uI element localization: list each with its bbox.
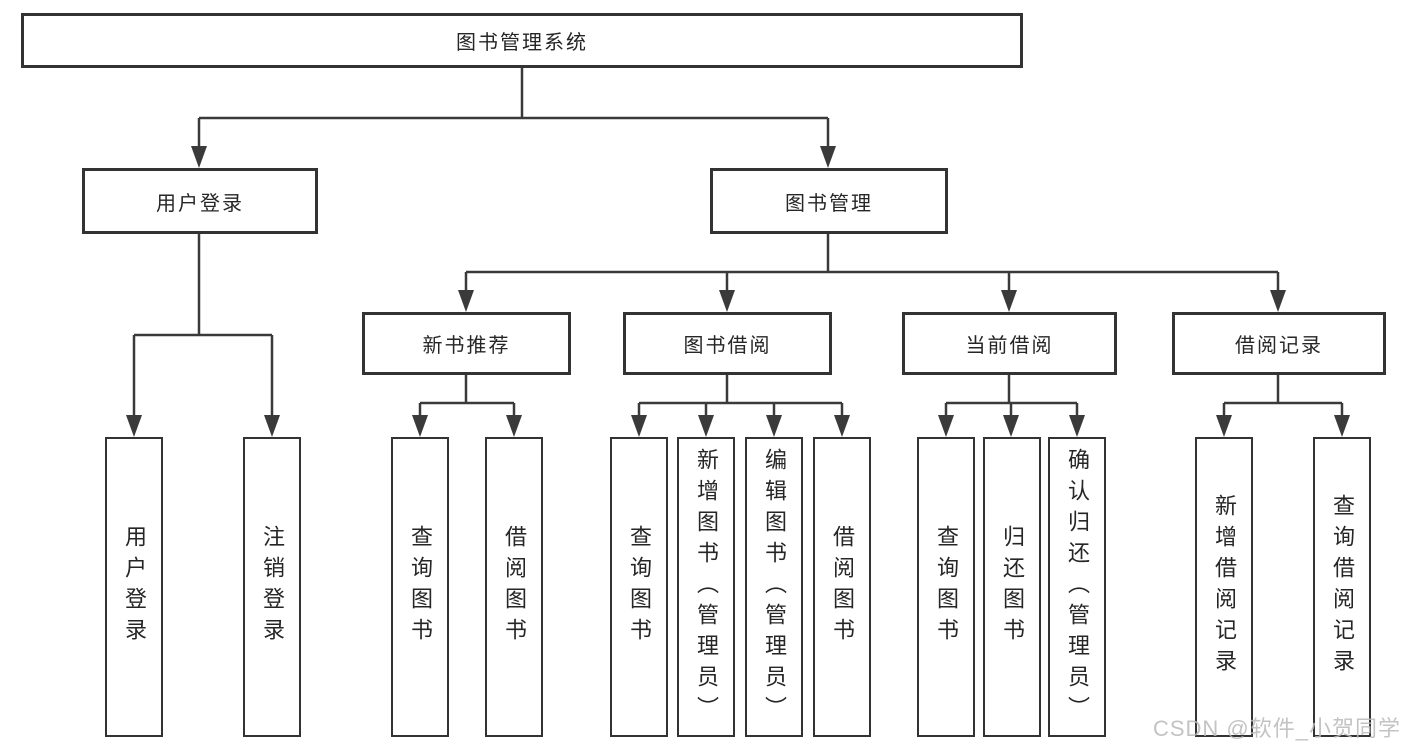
- leaf-confirm-return-admin: 确认归还（管理员）: [1048, 437, 1106, 737]
- leaf-query-borrow-record: 查询借阅记录: [1313, 437, 1371, 737]
- arrow-down-icon: [506, 415, 522, 437]
- arrow-down-icon: [1001, 290, 1017, 312]
- leaf-label: 借阅图书: [502, 525, 527, 649]
- node-library-management-system: 图书管理系统: [21, 13, 1023, 68]
- connector-user-login-to-leaves: [132, 234, 274, 419]
- arrow-down-icon: [938, 415, 954, 437]
- leaf-borrow-books-recommend: 借阅图书: [485, 437, 543, 737]
- node-current-borrowing: 当前借阅: [902, 312, 1117, 375]
- leaf-edit-books-admin: 编辑图书（管理员）: [745, 437, 803, 737]
- leaf-label: 查询图书: [934, 525, 959, 649]
- arrow-down-icon: [834, 415, 850, 437]
- connector-book-borrow-to-leaves: [637, 375, 844, 419]
- node-user-login: 用户登录: [82, 168, 318, 234]
- leaf-label: 编辑图书（管理员）: [762, 447, 787, 727]
- leaf-label: 用户登录: [122, 525, 147, 649]
- leaf-label: 查询图书: [408, 525, 433, 649]
- leaf-label: 借阅图书: [830, 525, 855, 649]
- leaf-label: 查询图书: [627, 525, 652, 649]
- arrow-down-icon: [126, 415, 142, 437]
- leaf-add-books-admin: 新增图书（管理员）: [677, 437, 735, 737]
- arrow-down-icon: [1069, 415, 1085, 437]
- arrow-down-icon: [458, 290, 474, 312]
- connector-root-to-level2: [197, 68, 830, 150]
- connector-paths: [132, 68, 1344, 419]
- arrow-down-icon: [1003, 415, 1019, 437]
- node-borrowing-records: 借阅记录: [1172, 312, 1386, 375]
- arrow-down-icon: [1216, 415, 1232, 437]
- arrow-down-icon: [412, 415, 428, 437]
- leaf-query-books-borrow: 查询图书: [610, 437, 668, 737]
- node-new-book-recommendation: 新书推荐: [362, 312, 571, 375]
- arrow-down-icon: [631, 415, 647, 437]
- watermark: CSDN @软件_小贺同学: [1152, 716, 1401, 741]
- node-book-borrowing: 图书借阅: [623, 312, 832, 375]
- leaf-label: 新增借阅记录: [1212, 494, 1237, 680]
- leaf-logout: 注销登录: [243, 437, 301, 737]
- connector-book-management-to-level3: [464, 234, 1280, 294]
- leaf-query-books-recommend: 查询图书: [391, 437, 449, 737]
- connector-borrow-record-to-leaves: [1222, 375, 1344, 419]
- arrow-down-icon: [820, 146, 836, 168]
- leaf-user-login: 用户登录: [105, 437, 163, 737]
- leaf-return-books: 归还图书: [983, 437, 1041, 737]
- node-book-management: 图书管理: [710, 168, 948, 234]
- arrow-down-icon: [719, 290, 735, 312]
- connector-current-borrow-to-leaves: [944, 375, 1079, 419]
- arrow-down-icon: [191, 146, 207, 168]
- connector-new-book-to-leaves: [418, 375, 516, 419]
- leaf-add-borrow-record: 新增借阅记录: [1195, 437, 1253, 737]
- leaf-label: 注销登录: [260, 525, 285, 649]
- leaf-query-books-current: 查询图书: [917, 437, 975, 737]
- leaf-label: 归还图书: [1000, 525, 1025, 649]
- leaf-borrow-books: 借阅图书: [813, 437, 871, 737]
- arrow-down-icon: [698, 415, 714, 437]
- leaf-label: 新增图书（管理员）: [694, 447, 719, 727]
- leaf-label: 确认归还（管理员）: [1065, 447, 1090, 727]
- leaf-label: 查询借阅记录: [1330, 494, 1355, 680]
- arrow-down-icon: [1334, 415, 1350, 437]
- arrow-down-icon: [1270, 290, 1286, 312]
- arrow-down-icon: [264, 415, 280, 437]
- arrow-down-icon: [766, 415, 782, 437]
- arrowheads: [126, 146, 1350, 437]
